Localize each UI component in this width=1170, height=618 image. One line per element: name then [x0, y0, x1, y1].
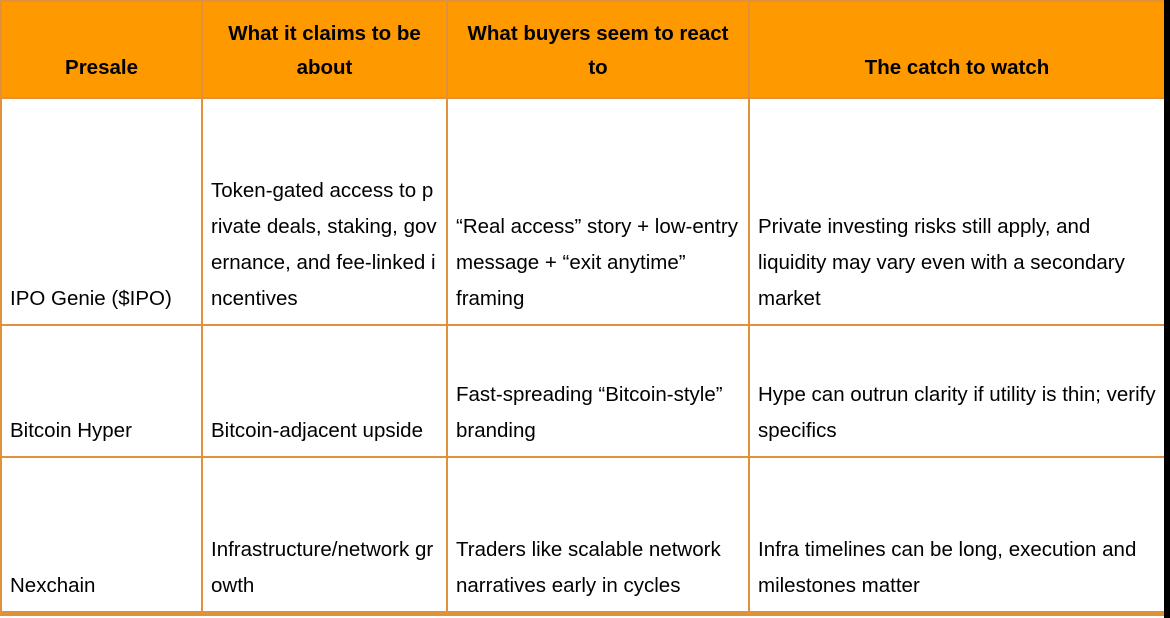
column-header-buyer-reaction: What buyers seem to react to	[446, 0, 750, 99]
column-header-catch: The catch to watch	[748, 0, 1166, 99]
right-edge-divider	[1164, 0, 1170, 618]
cell-claims: Infrastructure/network growth	[201, 456, 448, 614]
cell-presale-name: IPO Genie ($IPO)	[0, 97, 203, 326]
header-row: Presale What it claims to be about What …	[0, 0, 1166, 99]
cell-buyer-reaction: Fast-spreading “Bitcoin-style” branding	[446, 324, 750, 458]
cell-claims: Token-gated access to private deals, sta…	[201, 97, 448, 326]
cell-buyer-reaction: Traders like scalable network narratives…	[446, 456, 750, 614]
table-row-bitcoin-hyper: Bitcoin Hyper Bitcoin-adjacent upside Fa…	[0, 324, 1166, 458]
cell-claims: Bitcoin-adjacent upside	[201, 324, 448, 458]
cell-catch: Infra timelines can be long, execution a…	[748, 456, 1166, 614]
cell-buyer-reaction: “Real access” story + low-entry message …	[446, 97, 750, 326]
cell-presale-name: Nexchain	[0, 456, 203, 614]
column-header-claims: What it claims to be about	[201, 0, 448, 99]
column-header-presale: Presale	[0, 0, 203, 99]
cell-catch: Private investing risks still apply, and…	[748, 97, 1166, 326]
table-row-ipo-genie: IPO Genie ($IPO) Token-gated access to p…	[0, 97, 1166, 326]
cell-presale-name: Bitcoin Hyper	[0, 324, 203, 458]
table-row-nexchain: Nexchain Infrastructure/network growth T…	[0, 456, 1166, 614]
cell-catch: Hype can outrun clarity if utility is th…	[748, 324, 1166, 458]
